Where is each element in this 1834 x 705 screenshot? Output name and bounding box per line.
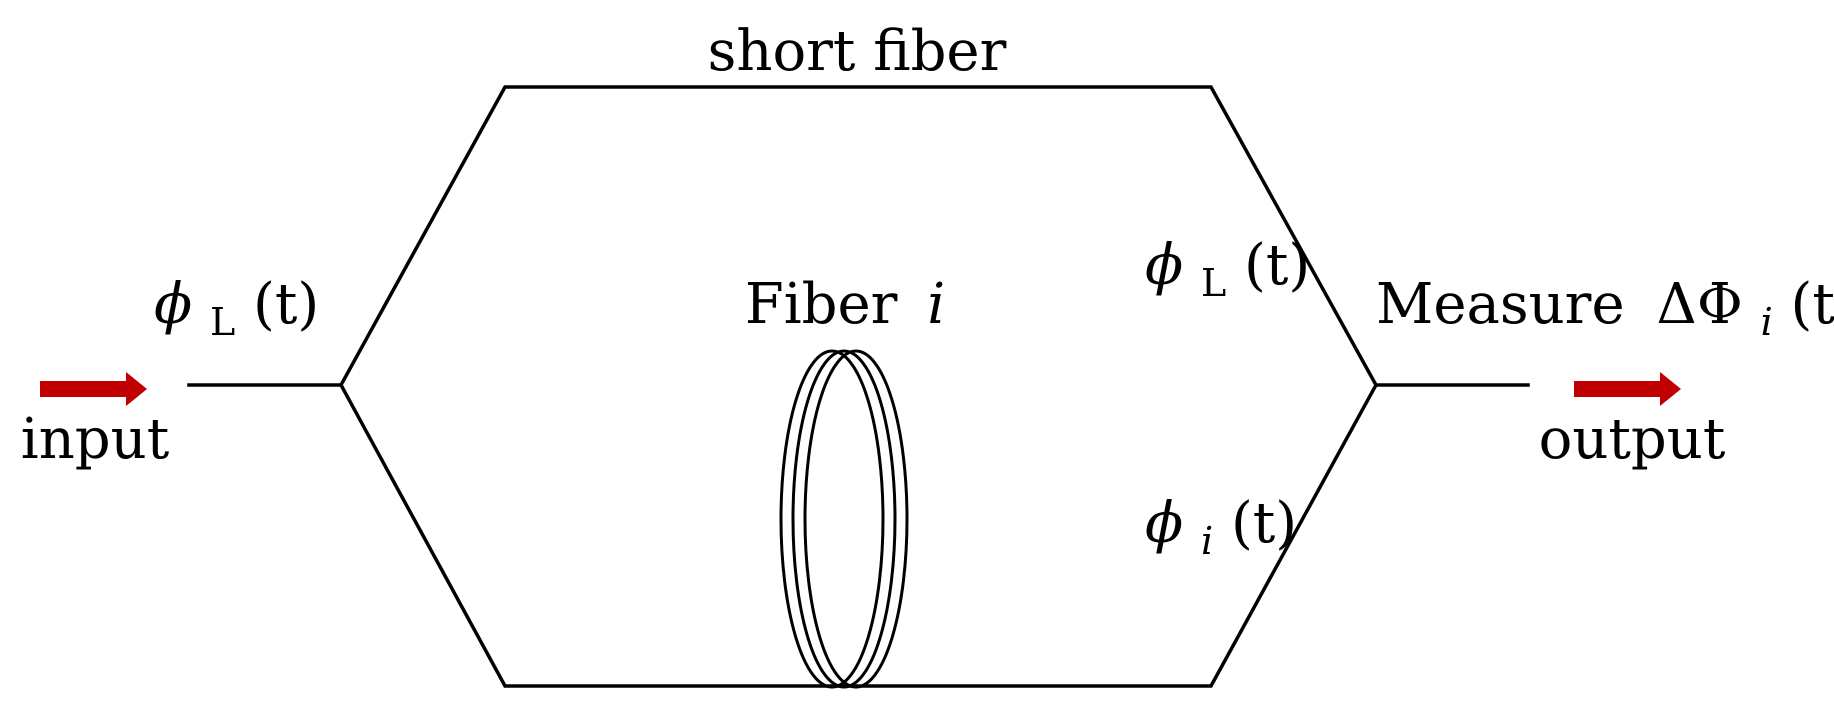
lower-phase-symbol: ϕ — [1145, 491, 1183, 556]
upper-phase-label: ϕ L (t) — [1145, 233, 1310, 310]
input-phase-argument: (t) — [253, 272, 319, 337]
lower-phase-label: ϕ i (t) — [1145, 491, 1297, 568]
input-label: input — [21, 407, 170, 472]
measure-word: Measure — [1376, 272, 1625, 337]
short-fiber-label: short fiber — [708, 19, 1007, 84]
output-arrow-icon — [1574, 372, 1681, 406]
input-arrow-icon — [40, 372, 147, 406]
lower-phase-subscript: i — [1201, 519, 1213, 563]
upper-phase-subscript: L — [1201, 261, 1226, 305]
fiber-coil-label: Fiber i — [745, 272, 945, 337]
upper-phase-argument: (t) — [1244, 233, 1310, 298]
measure-subscript: i — [1761, 300, 1773, 344]
short-fiber-arm — [338, 85, 1379, 388]
upper-phase-symbol: ϕ — [1145, 233, 1183, 298]
input-phase-subscript: L — [210, 300, 235, 344]
fiber-word: Fiber — [745, 272, 898, 337]
output-label: output — [1539, 407, 1726, 472]
measure-argument: (t) — [1791, 272, 1834, 337]
fiber-coil-icon — [779, 349, 909, 689]
measure-label: Measure ΔΦ i (t) — [1376, 272, 1834, 349]
measure-symbol: ΔΦ — [1656, 272, 1742, 337]
input-phase-symbol: ϕ — [154, 272, 192, 337]
input-phase-label: ϕ L (t) — [154, 272, 319, 349]
fiber-index: i — [927, 272, 945, 337]
lower-phase-argument: (t) — [1231, 491, 1297, 556]
